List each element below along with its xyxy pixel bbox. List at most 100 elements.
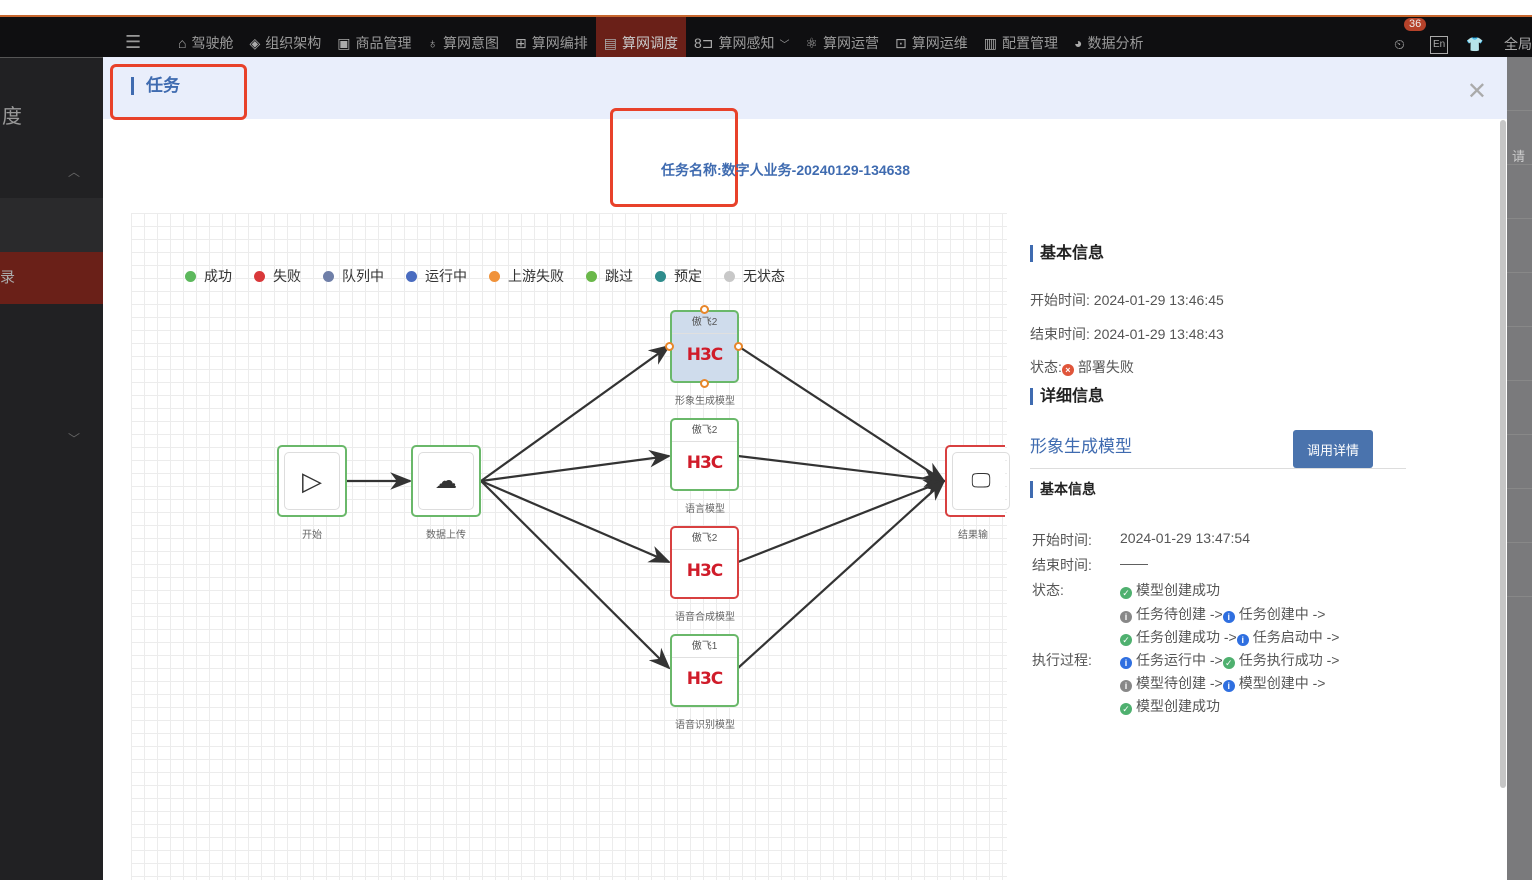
process-step: 任务执行成功 -> xyxy=(1238,652,1340,668)
modal-title: 任务 xyxy=(131,77,180,95)
nav-item[interactable]: ◈组织架构 xyxy=(241,17,329,57)
legend-label: 跳过 xyxy=(605,268,633,284)
node-label: 结果输 xyxy=(958,530,988,541)
process-step: 任务启动中 -> xyxy=(1252,629,1340,645)
node-label: 语音合成模型 xyxy=(675,612,735,623)
nav-item[interactable]: ⌂驾驶舱 xyxy=(170,17,241,57)
connection-port[interactable] xyxy=(700,305,709,314)
upload-node[interactable]: ☁ xyxy=(411,445,481,517)
process-step: 模型创建成功 xyxy=(1136,698,1220,714)
status-legend: 成功失败队列中运行中上游失败跳过预定无状态 xyxy=(185,266,785,286)
monitor-upload-icon: 🖵 xyxy=(952,452,1010,510)
nav-item-label: 算网运维 xyxy=(911,35,968,51)
model-end-time: —— xyxy=(1120,555,1148,571)
status-dot xyxy=(406,271,417,282)
close-icon[interactable]: ✕ xyxy=(1466,78,1487,105)
model-name: 形象生成模型 xyxy=(1030,437,1132,456)
play-icon: ▷ xyxy=(284,452,340,510)
nav-item-label: 算网感知 xyxy=(718,35,775,51)
model-basic-info-heading: 基本信息 xyxy=(1030,481,1096,498)
language-toggle[interactable]: En xyxy=(1430,36,1449,54)
label: 开始时间: xyxy=(1032,532,1092,548)
start-node[interactable]: ▷ xyxy=(277,445,347,517)
node-label: 开始 xyxy=(302,530,322,541)
global-menu[interactable]: 全局 xyxy=(1504,36,1532,52)
divider xyxy=(1030,468,1406,469)
legend-item: 失败 xyxy=(254,266,301,286)
nav-item[interactable]: ⊡算网运维 xyxy=(887,17,976,57)
process-step: 任务创建成功 -> xyxy=(1136,629,1237,645)
model-start-time: 2024-01-29 13:47:54 xyxy=(1120,530,1250,546)
notification-badge: 36 xyxy=(1404,18,1427,31)
legend-item: 预定 xyxy=(655,266,702,286)
chevron-up-icon[interactable]: ︿ xyxy=(68,165,81,179)
atom-icon: ⚛ xyxy=(805,34,819,51)
scrollbar[interactable] xyxy=(1500,120,1506,788)
modal-header: 任务 ✕ xyxy=(103,57,1507,119)
info-gray-icon: i xyxy=(1120,611,1132,623)
legend-label: 无状态 xyxy=(743,268,785,284)
node-label: 形象生成模型 xyxy=(675,396,735,407)
nav-item[interactable]: ▣商品管理 xyxy=(329,17,419,57)
legend-item: 上游失败 xyxy=(489,266,564,286)
nav-item-label: 算网意图 xyxy=(442,35,499,51)
highlight-box xyxy=(110,64,247,120)
monitor-chart-icon: ⊡ xyxy=(895,34,907,51)
end-time: 结束时间: 2024-01-29 13:48:43 xyxy=(1030,326,1224,342)
flow-canvas[interactable] xyxy=(131,213,1007,880)
nav-item-label: 算网运营 xyxy=(823,35,880,51)
nav-item[interactable]: ▥配置管理 xyxy=(976,17,1066,57)
nav-item[interactable]: ▤算网调度 xyxy=(595,17,686,57)
node-label: 语音识别模型 xyxy=(675,720,735,731)
detail-info-heading: 详细信息 xyxy=(1030,388,1104,405)
start-time: 开始时间: 2024-01-29 13:46:45 xyxy=(1030,292,1224,308)
edge xyxy=(737,479,947,564)
label: 执行过程: xyxy=(1032,652,1092,668)
nav-item[interactable]: ⚛算网运营 xyxy=(797,17,887,57)
info-blue-icon: i xyxy=(1120,657,1132,669)
nav-item-label: 驾驶舱 xyxy=(191,35,234,51)
task-clock-icon[interactable]: ⏲ xyxy=(1394,36,1405,52)
connection-port[interactable] xyxy=(700,379,709,388)
status-dot xyxy=(724,271,735,282)
chevron-down-icon: ﹀ xyxy=(779,39,790,51)
check-icon: ✓ xyxy=(1120,587,1132,599)
sidebar-item-active[interactable]: 录 xyxy=(0,252,103,304)
process-step: 模型创建中 -> xyxy=(1238,675,1326,691)
h3c-logo: H3C xyxy=(686,345,724,365)
edge xyxy=(737,345,946,483)
node-header: 傲飞1 xyxy=(672,636,737,658)
status-dot xyxy=(185,271,196,282)
connection-port[interactable] xyxy=(734,342,743,351)
nav-item[interactable]: 8⊐算网感知﹀ xyxy=(686,17,798,57)
nav-item[interactable]: ♁算网意图 xyxy=(419,17,507,57)
background-search-input[interactable]: 请 xyxy=(1512,149,1526,164)
task-status: 状态:×部署失败 xyxy=(1030,359,1134,376)
highlight-box xyxy=(610,108,738,207)
edge xyxy=(480,479,672,564)
nav-item[interactable]: ⊞算网编排 xyxy=(507,17,596,57)
menu-icon[interactable]: ☰ xyxy=(125,32,142,52)
connection-port[interactable] xyxy=(665,342,674,351)
label: 结束时间: xyxy=(1032,557,1092,573)
orchestrate-icon: ⊞ xyxy=(514,34,527,51)
sidebar-item[interactable] xyxy=(0,198,103,252)
theme-shirt-icon[interactable]: 👕 xyxy=(1466,36,1484,52)
legend-label: 预定 xyxy=(674,268,702,284)
call-details-button[interactable]: 调用详情 xyxy=(1293,430,1373,468)
background-table xyxy=(1507,57,1532,880)
sidebar: 度 ︿ 录 ﹀ xyxy=(0,57,103,880)
legend-item: 运行中 xyxy=(406,266,467,286)
process-step: 任务创建中 -> xyxy=(1238,606,1326,622)
edge xyxy=(737,479,946,669)
result-node[interactable]: 🖵 xyxy=(945,445,1010,517)
chevron-down-icon[interactable]: ﹀ xyxy=(68,432,81,446)
nav-item[interactable]: ◕数据分析 xyxy=(1066,17,1151,57)
